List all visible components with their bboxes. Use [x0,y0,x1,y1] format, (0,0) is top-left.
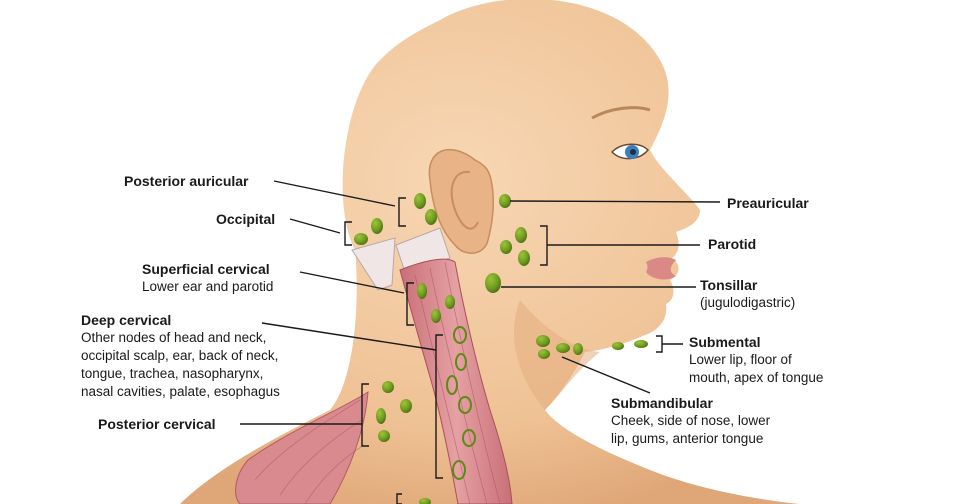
lymph-node [445,295,455,309]
lymph-node [518,250,530,266]
ear-inner-fold [450,170,479,230]
label-title: Submental [689,334,761,350]
neck-muscle-back [351,237,396,291]
label-desc: Lower lip, floor of [689,352,792,367]
lymph-node [419,498,431,504]
label-desc: Cheek, side of nose, lower [611,413,771,428]
pupil [630,149,636,155]
leader-lines [240,180,721,504]
lymph-node [376,408,386,424]
lymph-node [455,353,467,371]
lymph-node [400,399,412,413]
label-title: Deep cervical [81,312,172,328]
lymph-node [500,240,512,254]
lymph-node [452,460,466,480]
lymph-node [382,381,394,393]
label-title: Tonsillar [700,277,758,293]
eyebrow [591,106,651,120]
ear [428,149,494,254]
label-title: Parotid [708,236,757,252]
label-tonsillar: Tonsillar (jugulodigastric) [700,277,795,312]
label-desc: nasal cavities, palate, esophagus [81,384,280,399]
lymph-node [462,429,476,447]
lymph-node [538,349,550,359]
label-parotid: Parotid [708,236,756,253]
label-desc: mouth, apex of tongue [689,370,824,385]
lymph-node [378,430,390,442]
lymph-node [453,326,467,344]
lymph-node [354,233,368,245]
lymph-node [417,283,427,299]
label-title: Preauricular [727,195,809,211]
lymph-node [371,218,383,234]
label-title: Posterior cervical [98,416,216,432]
label-title: Superficial cervical [142,261,270,277]
lymph-node [499,194,511,208]
label-posterior-cervical: Posterior cervical [98,416,216,433]
label-superficial-cervical: Superficial cervical Lower ear and parot… [142,261,273,296]
lymph-node [485,273,501,293]
lymph-node [536,335,550,347]
lymph-node [515,227,527,243]
label-desc: Lower ear and parotid [142,279,274,294]
label-title: Occipital [216,211,276,227]
label-desc: Other nodes of head and neck, [81,330,267,345]
head-silhouette [180,0,800,504]
label-occipital: Occipital [216,211,275,228]
lymph-nodes [354,193,648,504]
lymph-node [446,375,458,395]
label-desc: tongue, trachea, nasopharynx, [81,366,264,381]
lymph-node [414,193,426,209]
trapezius-muscle [235,391,369,504]
label-desc: lip, gums, anterior tongue [611,431,764,446]
label-title: Posterior auricular [124,173,249,189]
jaw-shadow [514,300,600,410]
lymph-node [556,343,570,353]
lymph-node [425,209,437,225]
lymph-node [431,309,441,323]
label-submental: Submental Lower lip, floor of mouth, ape… [689,334,823,387]
label-deep-cervical: Deep cervical Other nodes of head and ne… [81,312,280,401]
lymph-node [458,396,472,414]
lymph-node [634,340,648,348]
lymph-node [612,342,624,350]
lips [646,257,676,280]
label-submandibular: Submandibular Cheek, side of nose, lower… [611,395,770,448]
label-desc: occipital scalp, ear, back of neck, [81,348,279,363]
lymph-node [573,343,583,355]
label-desc: (jugulodigastric) [700,295,796,310]
label-preauricular: Preauricular [727,195,809,212]
label-title: Submandibular [611,395,713,411]
label-posterior-auricular: Posterior auricular [124,173,249,190]
